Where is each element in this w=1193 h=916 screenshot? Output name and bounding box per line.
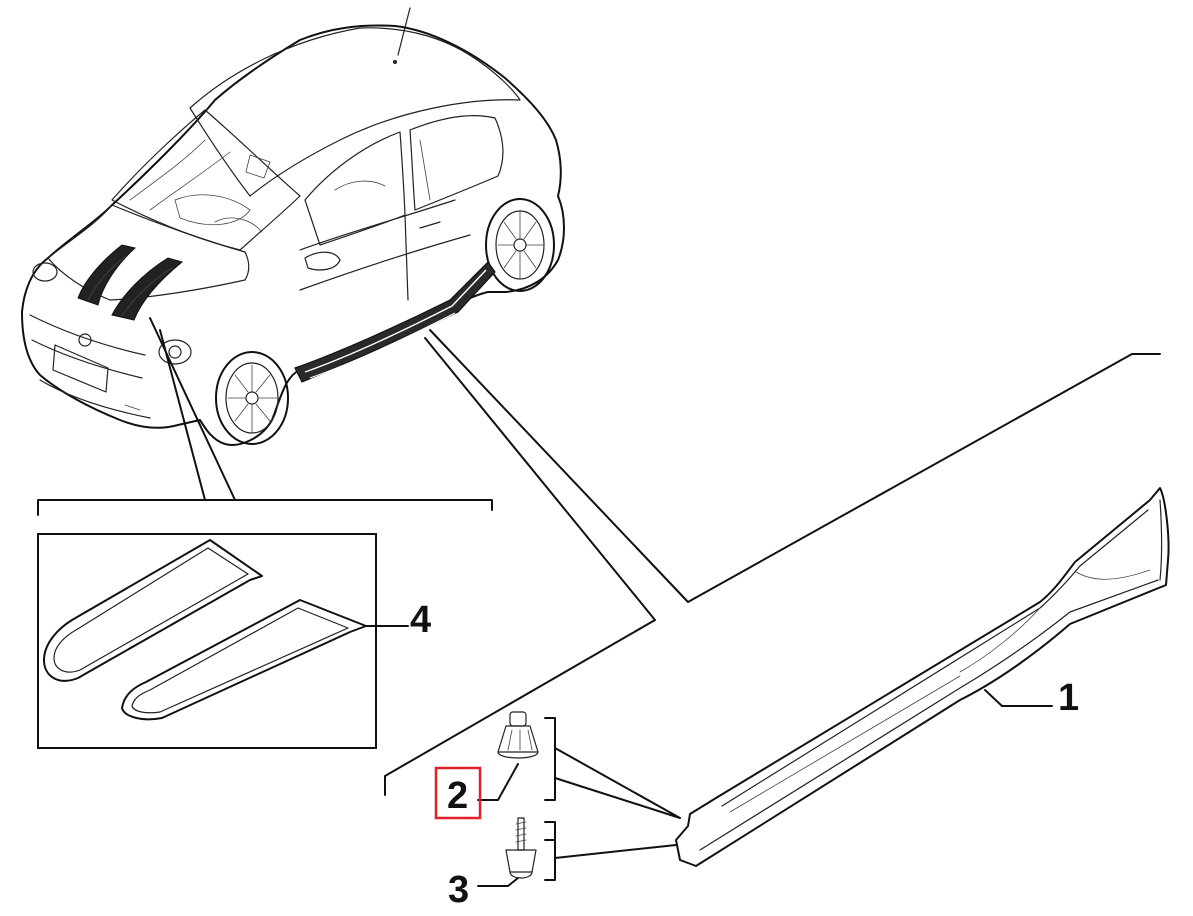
side-mirror [304, 251, 341, 271]
leader-screw-to-skirt [554, 844, 677, 859]
badge [78, 333, 92, 347]
side-window-rear [409, 115, 504, 211]
leader-skirt-upper [429, 329, 1161, 603]
roof-panel [189, 27, 521, 197]
callout-2[interactable]: 2 [447, 775, 468, 817]
hood-stripe-right [111, 257, 184, 321]
inset-box-decals [37, 533, 409, 749]
antenna-base [393, 60, 397, 64]
inset-bracket [37, 499, 493, 516]
decal-upper [43, 539, 263, 682]
license-plate [52, 344, 109, 393]
leader-clip-to-skirt-a [554, 747, 681, 819]
front-wheel [215, 351, 289, 445]
headlight-right [158, 339, 192, 365]
rear-wheel [485, 198, 555, 292]
callout-1[interactable]: 1 [1058, 677, 1079, 719]
antenna-line [397, 7, 411, 56]
callout-2-highlight-box [434, 766, 482, 820]
callout-4[interactable]: 4 [410, 599, 431, 641]
screw-part [477, 817, 556, 887]
leader-skirt-lower [384, 337, 656, 796]
leader-hood-to-inset [149, 317, 236, 501]
side-window-front [304, 131, 406, 246]
leader-lines [37, 317, 1161, 796]
clip-bracket [544, 717, 556, 801]
side-skirt-part [544, 487, 1170, 867]
decal-lower [121, 599, 367, 721]
car-body-outline [21, 24, 565, 446]
car-side-skirt [294, 261, 496, 383]
leader-3 [477, 877, 519, 887]
hood [47, 204, 250, 301]
headlight-left [32, 262, 58, 282]
callout-3[interactable]: 3 [448, 869, 469, 911]
side-skirt-outline [675, 487, 1170, 867]
screw-bracket [544, 821, 556, 881]
push-clip-part [477, 711, 556, 801]
leader-1 [984, 689, 1053, 707]
leader-2 [477, 763, 519, 801]
car-illustration [21, 7, 565, 446]
callout-labels: 1 2 3 4 [410, 599, 1079, 911]
